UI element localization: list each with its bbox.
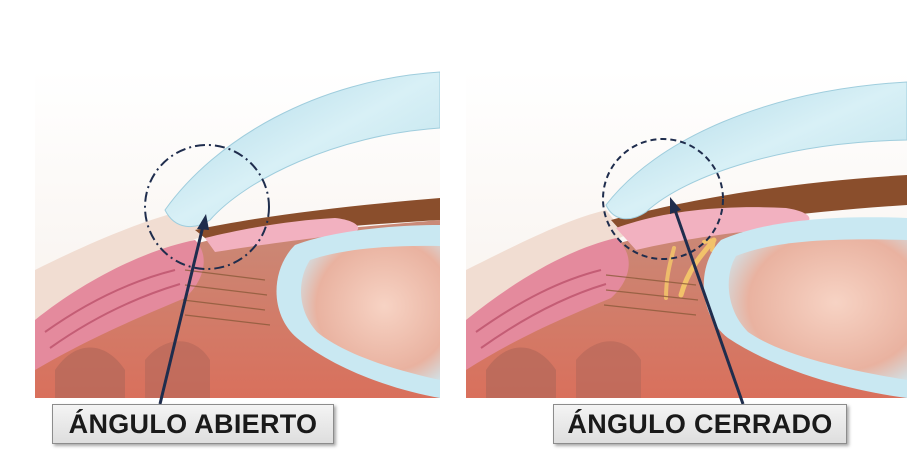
closed-angle-label-box: ÁNGULO CERRADO	[553, 404, 847, 444]
closed-angle-pointer-head	[670, 197, 681, 214]
closed-angle-label: ÁNGULO CERRADO	[567, 409, 832, 440]
closed-angle-highlight-circle	[603, 139, 723, 259]
open-angle-highlight-circle	[145, 145, 269, 269]
open-angle-pointer-head	[197, 214, 209, 230]
open-angle-label: ÁNGULO ABIERTO	[69, 409, 318, 440]
closed-angle-pointer-line	[675, 210, 743, 404]
open-angle-label-box: ÁNGULO ABIERTO	[52, 404, 334, 444]
